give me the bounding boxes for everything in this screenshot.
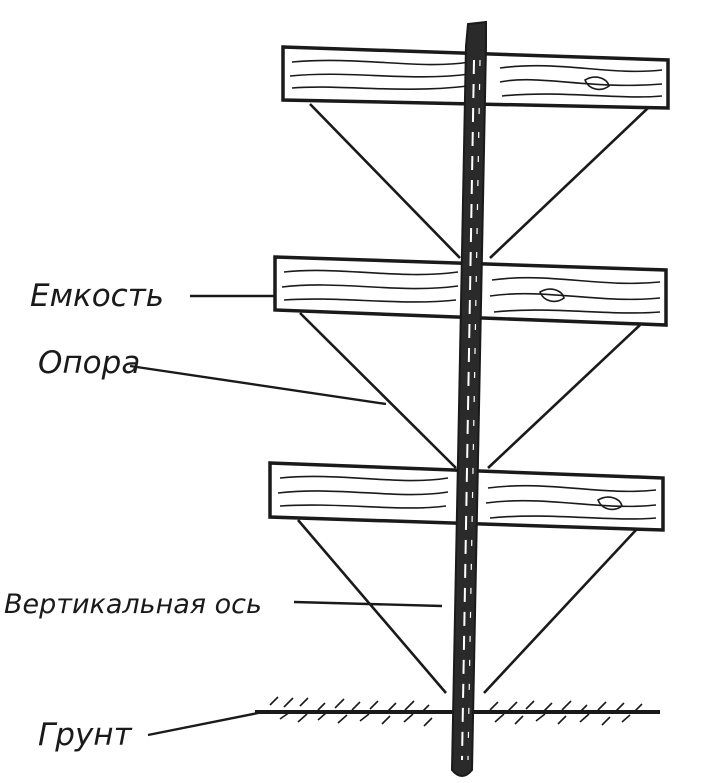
label-vertical-axis: Вертикальная ось	[4, 589, 262, 620]
labels: Емкость Опора Вертикальная ось Грунт	[4, 278, 262, 753]
support-mid-left	[299, 312, 457, 469]
support-top-right	[489, 107, 649, 259]
vertical-pole	[450, 20, 487, 777]
supports	[297, 103, 649, 694]
support-bot-left	[297, 519, 447, 694]
label-container: Емкость	[30, 278, 164, 314]
support-mid-right	[487, 324, 641, 469]
leader-lines	[129, 294, 443, 737]
leader-ground	[147, 709, 269, 737]
support-bot-right	[483, 529, 637, 694]
support-top-left	[309, 103, 461, 259]
leader-support	[129, 364, 387, 406]
leader-vertical-axis	[293, 600, 443, 608]
label-ground: Грунт	[38, 717, 133, 753]
label-support: Опора	[38, 345, 140, 381]
